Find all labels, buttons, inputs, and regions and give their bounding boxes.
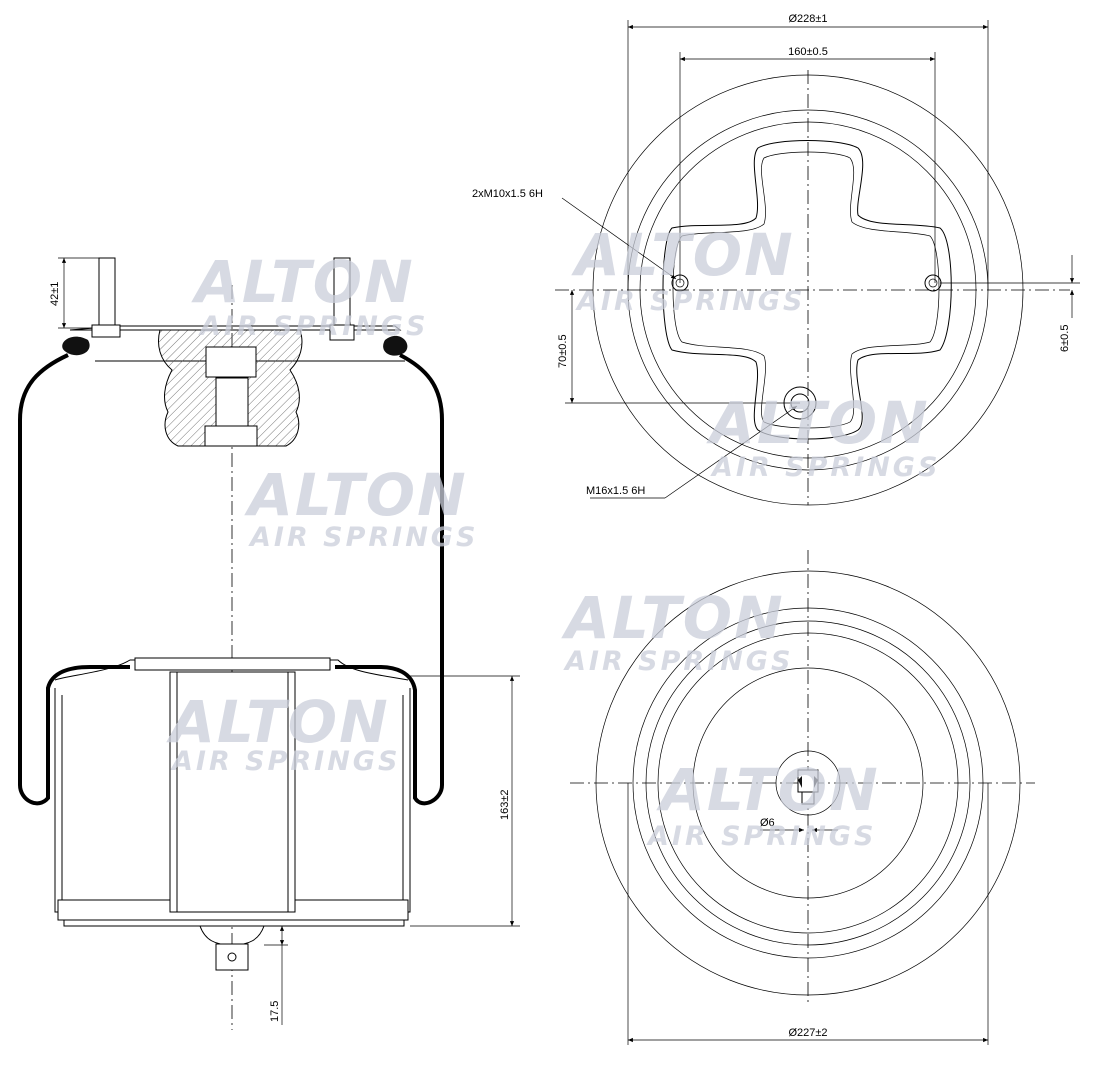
pin-hole <box>227 952 237 962</box>
dim-bolt-spacing: 160±0.5 <box>788 46 828 58</box>
watermark-brand: ALTON <box>706 389 930 457</box>
clover-plate-outer <box>662 140 952 440</box>
right-crimp <box>383 335 408 356</box>
watermark-brand: ALTON <box>191 248 415 316</box>
watermark-brand: ALTON <box>571 221 795 289</box>
piston-tube <box>169 671 296 913</box>
watermark-tagline: AIR SPRINGS <box>248 522 478 553</box>
leader-thread-small <box>561 197 677 280</box>
left-stud-nut <box>91 324 121 338</box>
left-crimp <box>62 336 90 356</box>
dim-center-offset: 70±0.5 <box>557 334 569 368</box>
dim-side-offset: 6±0.5 <box>1059 325 1071 352</box>
bolt-hole-right <box>924 274 942 292</box>
bottom-view: Ø6 Ø227±2 <box>570 550 1035 1045</box>
hub-bore-upper <box>205 346 257 378</box>
bellows-right-wall <box>335 353 444 806</box>
leader-thread-center <box>664 405 798 499</box>
dim-pin-diameter: Ø6 <box>760 817 775 829</box>
label-thread-small: 2xM10x1.5 6H <box>472 188 543 200</box>
watermark-tagline: AIR SPRINGS <box>563 646 793 677</box>
left-stud <box>98 257 116 329</box>
watermark-brand: ALTON <box>166 688 390 756</box>
watermark-tagline: AIR SPRINGS <box>575 286 805 317</box>
dim-top-outer-diameter: Ø228±1 <box>788 13 827 25</box>
watermark-brand: ALTON <box>656 756 880 824</box>
dim-pin-offset: 17.5 <box>269 1001 281 1022</box>
label-thread-center: M16x1.5 6H <box>586 485 645 497</box>
dim-lower-height: 163±2 <box>499 789 511 820</box>
piston-base-flange <box>63 919 405 927</box>
watermark-tagline: AIR SPRINGS <box>710 452 940 483</box>
hub-bore-middle <box>215 377 249 427</box>
piston-cap <box>134 657 331 671</box>
side-view: 42±1 163±2 17.5 <box>18 257 520 1030</box>
dim-stud-height: 42±1 <box>49 282 61 306</box>
top-view: Ø228±1 160±0.5 2xM10x1.5 6H M16x1.5 6H 7… <box>472 13 1080 506</box>
right-stud-nut <box>329 324 355 341</box>
watermark-tagline: AIR SPRINGS <box>198 311 428 342</box>
bellows-left-wall <box>18 353 130 806</box>
bottom-pin-end <box>801 791 815 805</box>
hub-bore-lower <box>204 425 258 447</box>
clover-plate-inner <box>672 151 940 429</box>
bottom-pin <box>215 943 249 971</box>
watermarks: ALTON AIR SPRINGS ALTON AIR SPRINGS ALTO… <box>166 221 940 852</box>
watermark-brand: ALTON <box>561 584 785 652</box>
watermark-brand: ALTON <box>244 461 468 529</box>
dim-bottom-diameter: Ø227±2 <box>788 1027 827 1039</box>
watermark-tagline: AIR SPRINGS <box>170 746 400 777</box>
watermark-tagline: AIR SPRINGS <box>646 821 876 852</box>
